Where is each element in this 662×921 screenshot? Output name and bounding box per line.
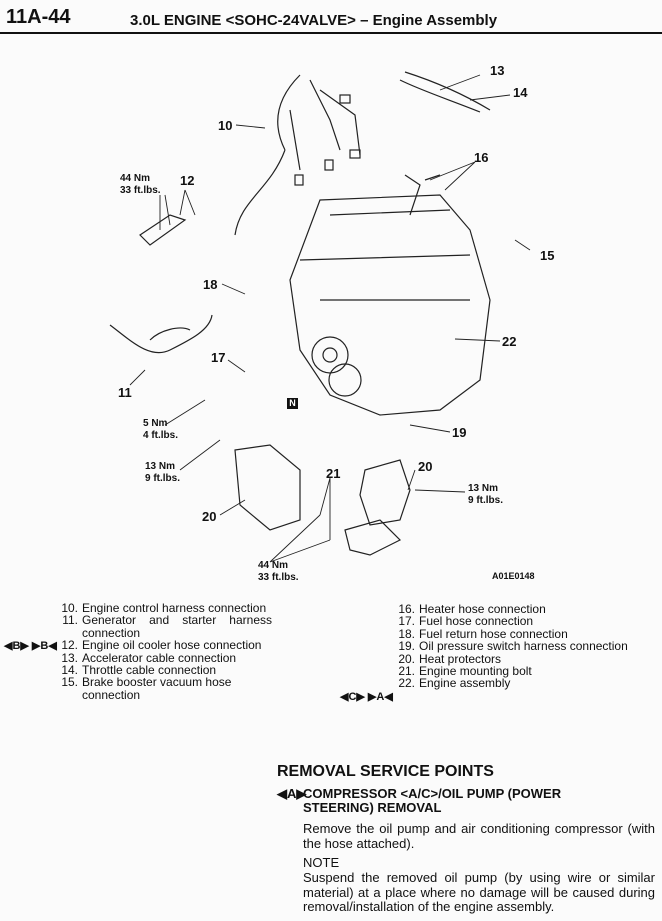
legend-item: 19.Oil pressure switch harness connectio… bbox=[398, 639, 628, 654]
header-rule bbox=[0, 32, 662, 34]
section-title: REMOVAL SERVICE POINTS bbox=[277, 763, 494, 780]
legend-item: 18.Fuel return hose connection bbox=[398, 626, 568, 641]
callout-11: 11 bbox=[118, 385, 132, 400]
note-text: Suspend the removed oil pump (by using w… bbox=[303, 870, 655, 914]
legend-right: 16.Heater hose connection 17.Fuel hose c… bbox=[393, 603, 649, 690]
callout-15: 15 bbox=[540, 248, 555, 263]
generator-harness bbox=[109, 314, 213, 354]
legend-item: 10.Engine control harness connection bbox=[61, 601, 267, 615]
callout-14: 14 bbox=[513, 85, 528, 100]
callout-12: 12 bbox=[180, 173, 195, 188]
throttle-cables bbox=[399, 71, 491, 113]
callout-18: 18 bbox=[203, 277, 218, 292]
page-title: 3.0L ENGINE <SOHC-24VALVE> – Engine Asse… bbox=[130, 12, 498, 29]
legend-left: 10.Engine control harness connection 11.… bbox=[56, 602, 272, 701]
heat-protector-left bbox=[234, 444, 301, 531]
page-number: 11A-44 bbox=[6, 6, 71, 28]
legend-item: 22.Engine assembly bbox=[398, 676, 511, 691]
engine-harness bbox=[234, 74, 361, 236]
subsection-title: ◀A▶COMPRESSOR <A/C>/OIL PUMP (POWER STEE… bbox=[277, 786, 562, 815]
engine-assembly-diagram bbox=[109, 71, 531, 563]
callout-16: 16 bbox=[474, 150, 489, 165]
service-marks-c-a: ◀C▶ ▶A◀ bbox=[340, 691, 393, 703]
instruction-text: Remove the oil pump and air conditioning… bbox=[303, 821, 655, 851]
legend-item: 14.Throttle cable connection bbox=[61, 663, 217, 678]
service-mark-a: ◀A▶ bbox=[277, 786, 307, 801]
callout-21: 21 bbox=[326, 466, 341, 481]
pulley bbox=[311, 336, 349, 374]
legend-item: 20.Heat protectors bbox=[398, 651, 502, 666]
n-mark: N bbox=[287, 398, 298, 409]
service-marks-b: ◀B▶ ▶B◀ bbox=[4, 640, 57, 652]
callout-22: 22 bbox=[502, 334, 517, 349]
callout-17: 17 bbox=[211, 350, 226, 365]
note-label: NOTE bbox=[303, 855, 340, 870]
callout-13: 13 bbox=[490, 63, 505, 78]
legend-item: 12.Engine oil cooler hose connection bbox=[61, 638, 262, 653]
heat-protector-right bbox=[359, 459, 411, 526]
legend-item: 13.Accelerator cable connection bbox=[61, 650, 237, 665]
callout-10: 10 bbox=[218, 118, 233, 133]
legend-item: 17.Fuel hose connection bbox=[398, 614, 534, 629]
engine-block bbox=[289, 194, 491, 416]
legend-item: 16.Heater hose connection bbox=[398, 602, 546, 616]
callout-19: 19 bbox=[452, 425, 467, 440]
figure-code: A01E0148 bbox=[492, 571, 535, 581]
callout-20-left: 20 bbox=[202, 509, 217, 524]
callout-20-right: 20 bbox=[418, 459, 433, 474]
legend-item: 21.Engine mounting bolt bbox=[398, 664, 532, 679]
legend-item: 11.Generator and starter harness connect… bbox=[62, 613, 272, 640]
legend-item: 15.Brake booster vacuum hose connection bbox=[61, 675, 232, 702]
